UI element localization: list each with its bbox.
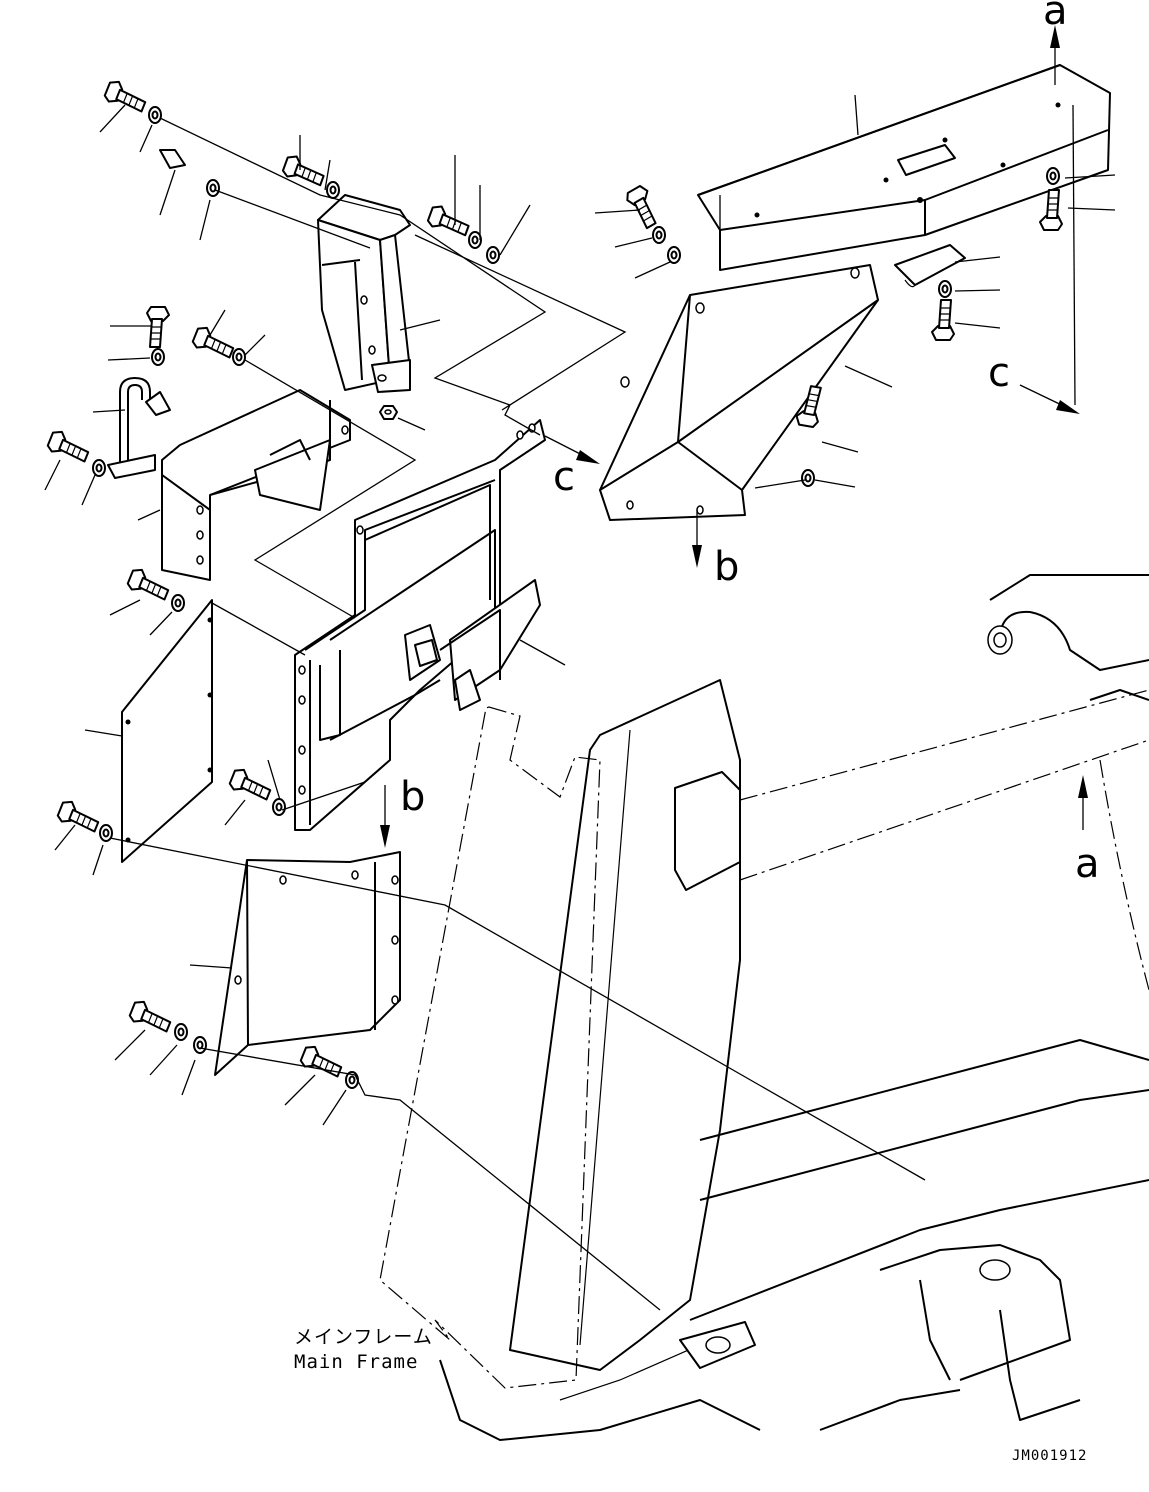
small-bracket-plate (894, 244, 966, 288)
view-label-b-lower: b (400, 774, 425, 820)
support-bracket (317, 194, 411, 393)
main-frame-caption-jp: メインフレーム (294, 1326, 433, 1348)
main-frame-outline (379, 574, 1149, 1441)
view-label-b-upper: b (714, 544, 739, 590)
panel-frame-assembly (294, 419, 546, 831)
view-label-c-right: c (988, 350, 1010, 396)
main-frame-caption-en: Main Frame (294, 1351, 418, 1373)
side-cover-plate (214, 851, 401, 1076)
duct-cover (599, 264, 879, 521)
view-label-a-bottom: a (1075, 841, 1100, 887)
assembly-lines (109, 104, 1076, 1311)
top-cover-plate (697, 64, 1111, 271)
u-bolt-clamp (107, 377, 171, 479)
drawing-code: JM001912 (1012, 1448, 1087, 1464)
view-label-a-top: a (1043, 0, 1068, 34)
view-arrows (380, 25, 1088, 848)
channel-cover (161, 389, 351, 581)
fastener-set (45, 77, 1063, 1089)
view-label-c-left: c (553, 454, 575, 500)
flat-cover-plate (121, 599, 213, 863)
leader-lines (44, 94, 1116, 1126)
